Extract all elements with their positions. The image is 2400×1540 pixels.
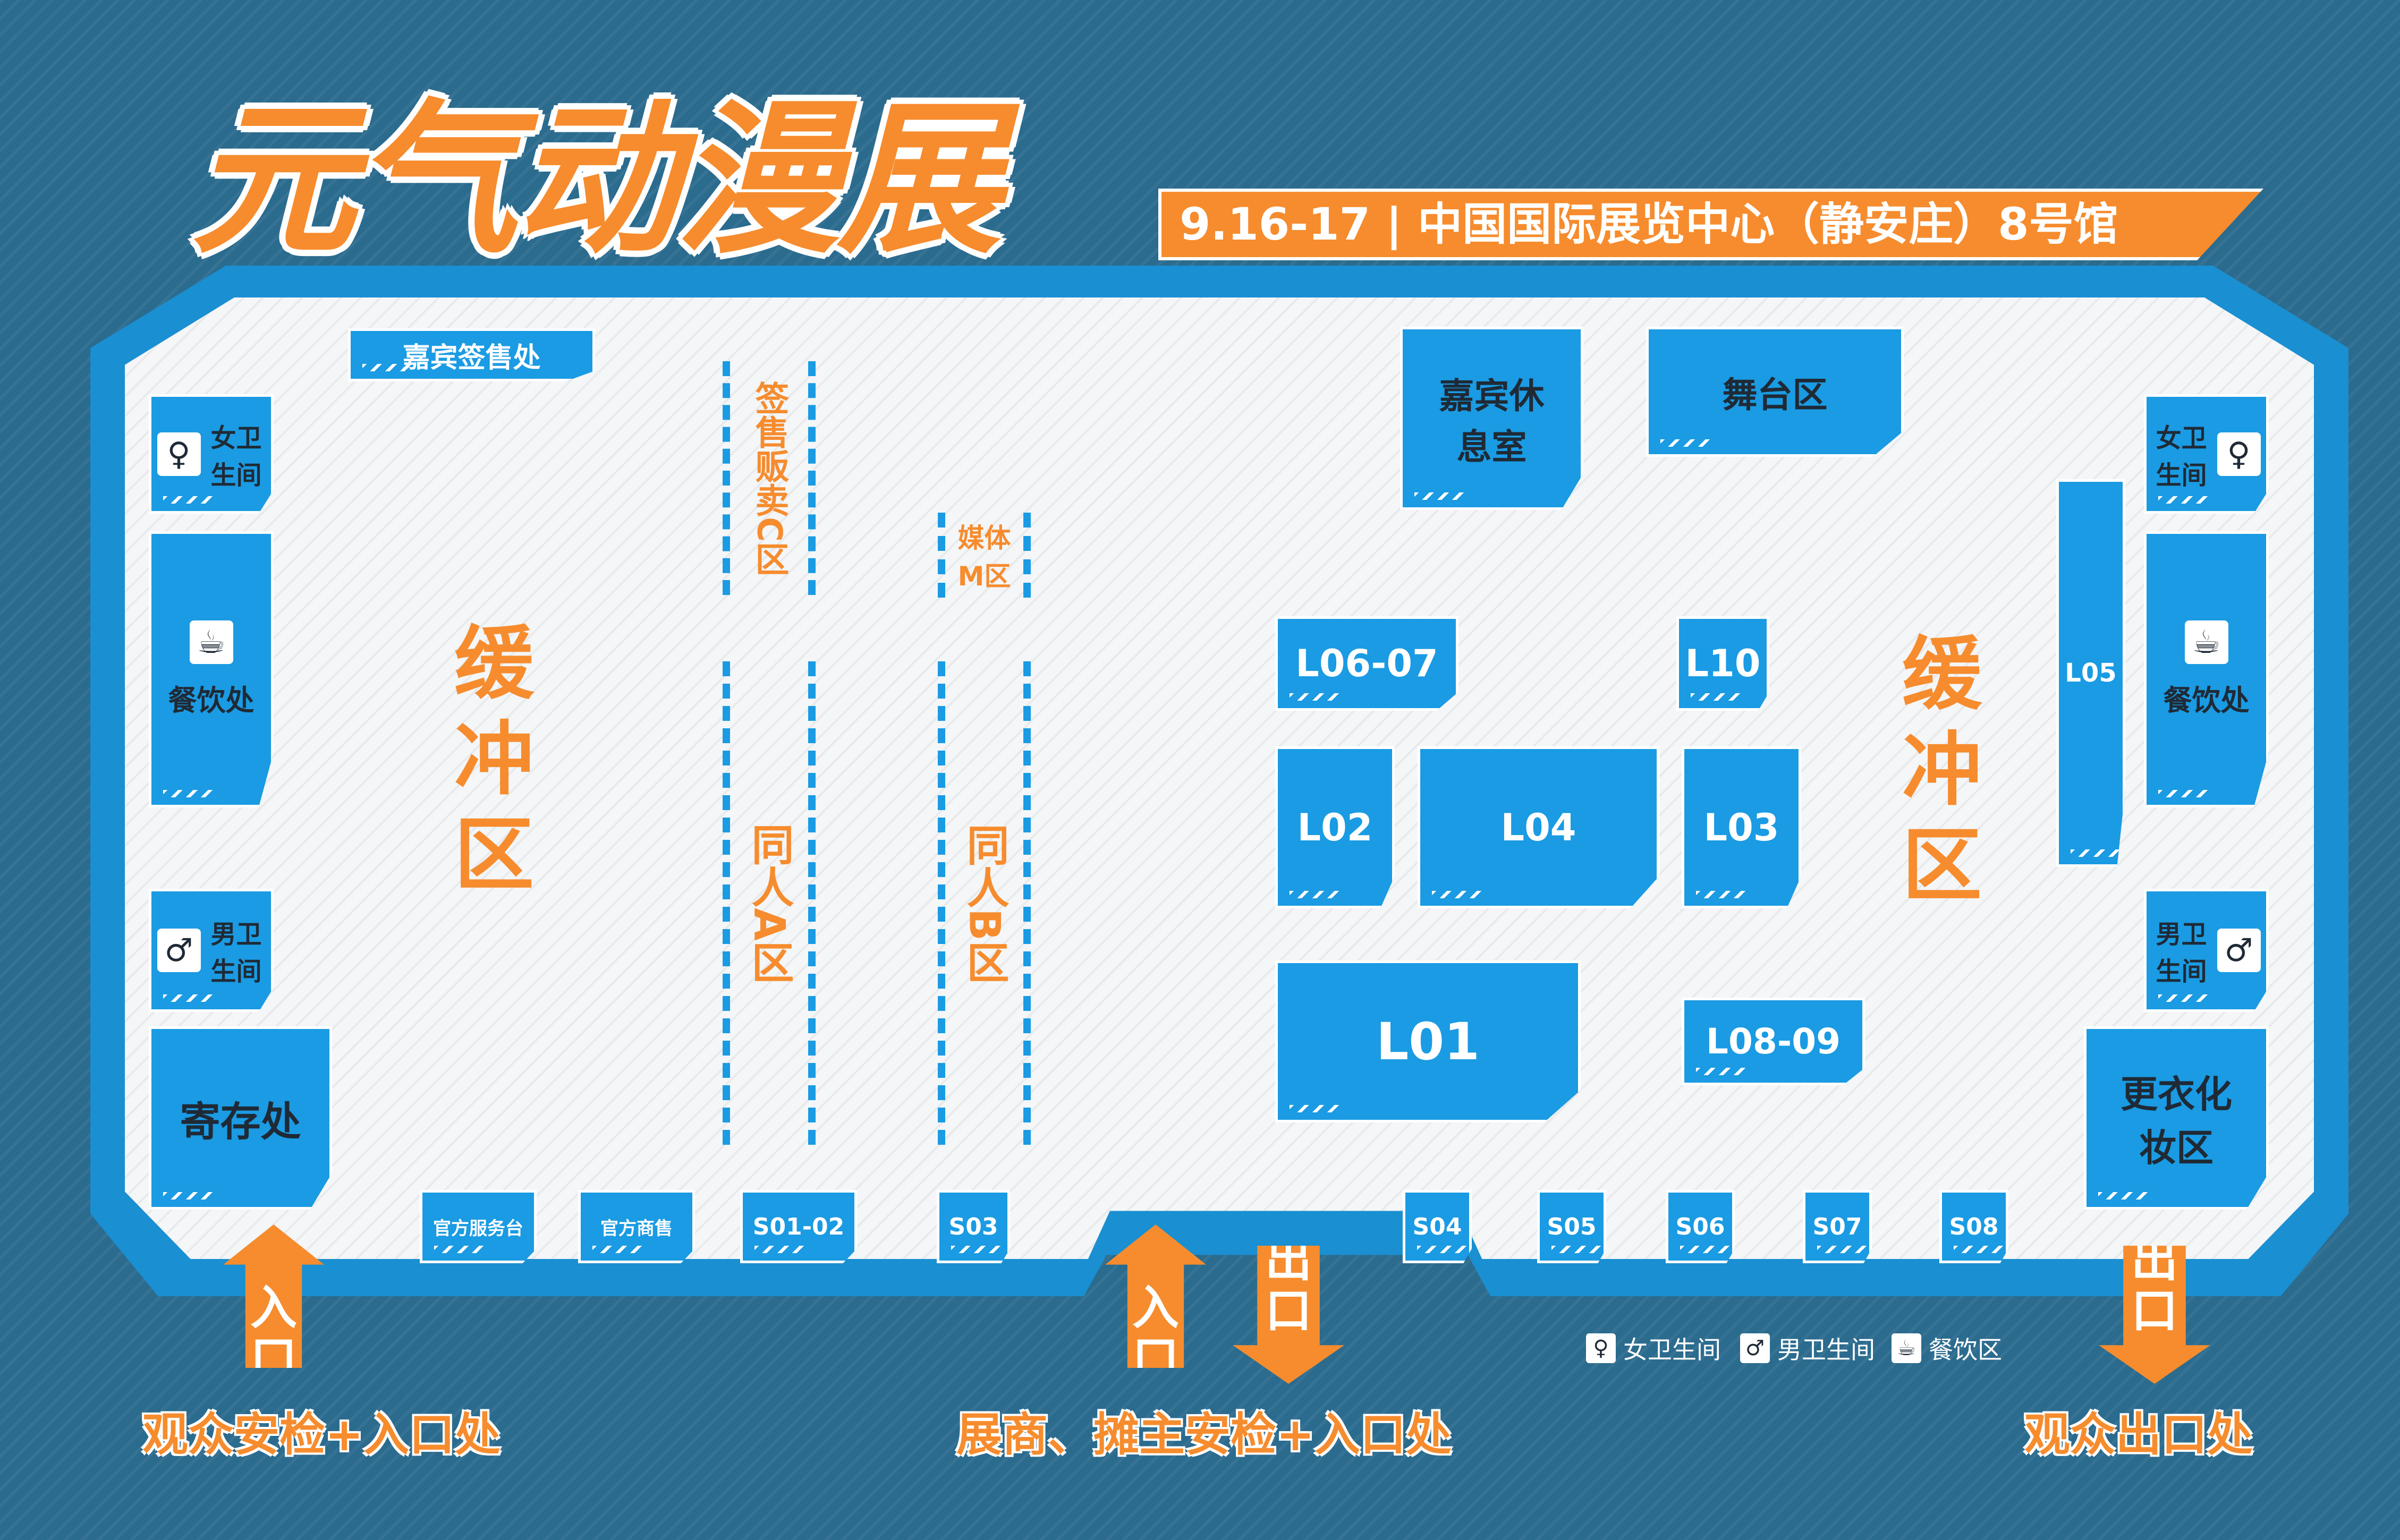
facility-label: 餐饮处: [168, 683, 255, 717]
booth-s07[interactable]: S07: [1803, 1190, 1872, 1263]
visitor-entry-note: 观众安检+入口处: [142, 1408, 501, 1461]
female-icon: ♀: [1586, 1333, 1616, 1363]
official-shop[interactable]: 官方商售: [578, 1190, 695, 1263]
legend-label: 餐饮区: [1929, 1335, 2002, 1364]
subtitle-banner: [1158, 189, 2263, 260]
booth-l02[interactable]: L02: [1275, 746, 1395, 908]
female-icon: ♀: [2217, 432, 2261, 476]
event-date-venue: 9.16-17 | 中国国际展览中心（静安庄）8号馆: [1180, 198, 2118, 250]
legend-label: 女卫生间: [1623, 1335, 1721, 1364]
booth-label: S08: [1949, 1213, 1999, 1240]
storage-booth[interactable]: 寄存处: [149, 1026, 332, 1210]
gate-label: 入口: [250, 1280, 297, 1386]
booth-label: L06-07: [1295, 642, 1438, 685]
booth-s03[interactable]: S03: [937, 1190, 1010, 1263]
booth-label: S05: [1547, 1213, 1597, 1240]
hall-floor: [125, 297, 2314, 1259]
booth-label: S06: [1675, 1213, 1725, 1240]
booth-s04[interactable]: S04: [1403, 1190, 1472, 1263]
legend-dining: ☕ 餐饮区: [1892, 1331, 2002, 1366]
coffee-cup-icon: ☕: [1892, 1333, 1921, 1363]
facility-label: 男卫生间: [210, 920, 262, 986]
facility-label: 女卫生间: [210, 423, 262, 490]
facility-label: 男卫生间: [2156, 920, 2207, 986]
booth-l08-09[interactable]: L08-09: [1682, 998, 1865, 1085]
booth-l01[interactable]: L01: [1275, 960, 1581, 1122]
buffer-zone-left: 缓冲区: [454, 618, 534, 901]
buffer-zone-right: 缓冲区: [1902, 628, 1982, 912]
booth-label: S03: [948, 1213, 998, 1240]
booth-label: S01-02: [752, 1213, 845, 1240]
male-restroom-right[interactable]: 男卫生间 ♂: [2144, 889, 2269, 1012]
booth-label: L01: [1376, 1011, 1480, 1071]
male-restroom-left[interactable]: ♂ 男卫生间: [149, 889, 274, 1012]
male-icon: ♂: [2217, 929, 2261, 972]
booth-s08[interactable]: S08: [1939, 1190, 2008, 1263]
booth-label: 嘉宾签售处: [402, 342, 541, 374]
exhibitor-entry-note: 展商、摊主安检+入口处: [956, 1408, 1452, 1461]
dressing-room[interactable]: 更衣化妆区: [2084, 1026, 2269, 1210]
visitor-exit-note: 观众出口处: [2024, 1408, 2253, 1461]
booth-label: L05: [2065, 658, 2117, 688]
booth-l05[interactable]: L05: [2056, 479, 2125, 867]
dining-right[interactable]: ☕ 餐饮处: [2144, 531, 2269, 807]
doujin-zone-a[interactable]: 同人A区: [723, 661, 816, 1145]
gate-label: 出口: [2131, 1232, 2178, 1338]
male-icon: ♂: [157, 929, 201, 972]
booth-label: S04: [1412, 1213, 1462, 1240]
booth-label: 嘉宾休息室: [1439, 375, 1545, 467]
facility-label: 女卫生间: [2156, 423, 2207, 490]
booth-label: L04: [1500, 805, 1576, 849]
zone-label: 媒体M区: [957, 523, 1011, 592]
zone-label: 同人B区: [960, 823, 1010, 983]
booth-label: 舞台区: [1722, 374, 1828, 415]
booth-l03[interactable]: L03: [1682, 746, 1801, 908]
legend-female: ♀女卫生间: [1586, 1331, 1721, 1366]
sign-sale-zone-c[interactable]: 签售贩卖C区: [723, 361, 816, 595]
booth-l06-07[interactable]: L06-07: [1275, 616, 1458, 711]
male-icon: ♂: [1740, 1333, 1770, 1363]
booth-l04[interactable]: L04: [1418, 746, 1659, 908]
legend-male: ♂男卫生间: [1740, 1331, 1875, 1366]
doujin-zone-b[interactable]: 同人B区: [938, 661, 1031, 1145]
booth-s05[interactable]: S05: [1537, 1190, 1606, 1263]
booth-s06[interactable]: S06: [1666, 1190, 1735, 1263]
dining-left[interactable]: ☕ 餐饮处: [149, 531, 274, 807]
coffee-cup-icon: ☕: [189, 620, 233, 664]
booth-label: 官方服务台: [433, 1218, 523, 1239]
booth-label: L10: [1685, 642, 1761, 685]
zone-label: 签售贩卖C区: [749, 380, 789, 576]
official-service-desk[interactable]: 官方服务台: [420, 1190, 537, 1263]
booth-label: 官方商售: [600, 1218, 673, 1239]
guest-lounge[interactable]: 嘉宾休息室: [1400, 327, 1583, 510]
stage-area[interactable]: 舞台区: [1646, 327, 1904, 457]
exhibitor-exit-arrow: 出口: [1233, 1246, 1344, 1384]
booth-s01-02[interactable]: S01-02: [740, 1190, 857, 1263]
booth-l10[interactable]: L10: [1676, 616, 1769, 711]
gate-label: 入口: [1132, 1280, 1179, 1386]
facility-label: 更衣化妆区: [2121, 1072, 2232, 1170]
legend-label: 男卫生间: [1777, 1335, 1875, 1364]
coffee-cup-icon: ☕: [2184, 620, 2228, 664]
female-restroom-left[interactable]: ♀ 女卫生间: [149, 394, 274, 514]
booth-label: S07: [1812, 1213, 1862, 1240]
booth-label: L08-09: [1706, 1021, 1841, 1062]
female-icon: ♀: [157, 432, 201, 476]
gate-label: 出口: [1265, 1232, 1312, 1338]
facility-label: 寄存处: [180, 1097, 301, 1145]
zone-label: 同人A区: [744, 823, 794, 983]
female-restroom-right[interactable]: 女卫生间 ♀: [2144, 394, 2269, 514]
guest-sales-booth[interactable]: 嘉宾签售处: [348, 328, 595, 381]
booth-label: L03: [1703, 805, 1779, 849]
event-title: 元气动漫展: [191, 84, 1002, 276]
facility-label: 餐饮处: [2163, 683, 2250, 717]
booth-label: L02: [1297, 805, 1373, 849]
media-zone-m[interactable]: 媒体M区: [938, 513, 1031, 598]
